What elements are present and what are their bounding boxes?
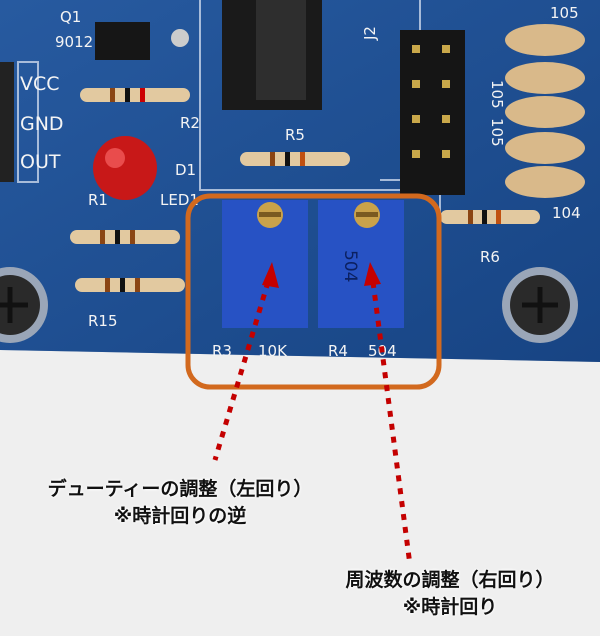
label-q1: Q1 <box>60 8 81 26</box>
frequency-note: ※時計回り <box>402 596 498 618</box>
label-gnd: GND <box>20 113 64 135</box>
label-105-a: 105 <box>488 80 506 109</box>
duty-annotation: デューティーの調整（左回り） ※時計回りの逆 <box>20 474 340 528</box>
trimmer-pot-r4: 504 <box>318 200 404 328</box>
label-105-b: 105 <box>488 118 506 147</box>
transistor-q1 <box>95 22 150 60</box>
duty-title: デューティーの調整（左回り） <box>47 478 313 500</box>
duty-note: ※時計回りの逆 <box>113 505 247 527</box>
highlight-box <box>185 193 442 390</box>
label-r5: R5 <box>285 126 305 144</box>
trimmer-pot-r3 <box>222 200 308 328</box>
arrow-duty <box>212 262 279 461</box>
label-r3-value: 10K <box>258 342 288 360</box>
frequency-annotation: 周波数の調整（右回り） ※時計回り <box>315 565 585 619</box>
screw-right <box>502 267 578 343</box>
label-vcc: VCC <box>20 73 60 95</box>
label-r1: R1 <box>88 191 108 209</box>
screw-left <box>0 267 48 343</box>
label-r15: R15 <box>88 312 118 330</box>
label-j2: J2 <box>361 26 379 41</box>
arrow-frequency <box>364 262 413 566</box>
label-r4: R4 <box>328 342 348 360</box>
resistors <box>70 88 540 292</box>
label-9012: 9012 <box>55 33 93 51</box>
pot-marking: 504 <box>340 250 360 282</box>
label-r2: R2 <box>180 114 200 132</box>
ceramic-capacitors <box>505 24 585 198</box>
label-105-top: 105 <box>550 4 579 22</box>
label-out: OUT <box>20 151 61 173</box>
frequency-title: 周波数の調整（右回り） <box>345 569 555 591</box>
label-d1: D1 <box>175 161 196 179</box>
pin-header-j2 <box>400 30 465 195</box>
label-led1: LED1 <box>160 191 199 209</box>
label-r6: R6 <box>480 248 500 266</box>
label-104: 104 <box>552 204 581 222</box>
label-r3: R3 <box>212 342 232 360</box>
